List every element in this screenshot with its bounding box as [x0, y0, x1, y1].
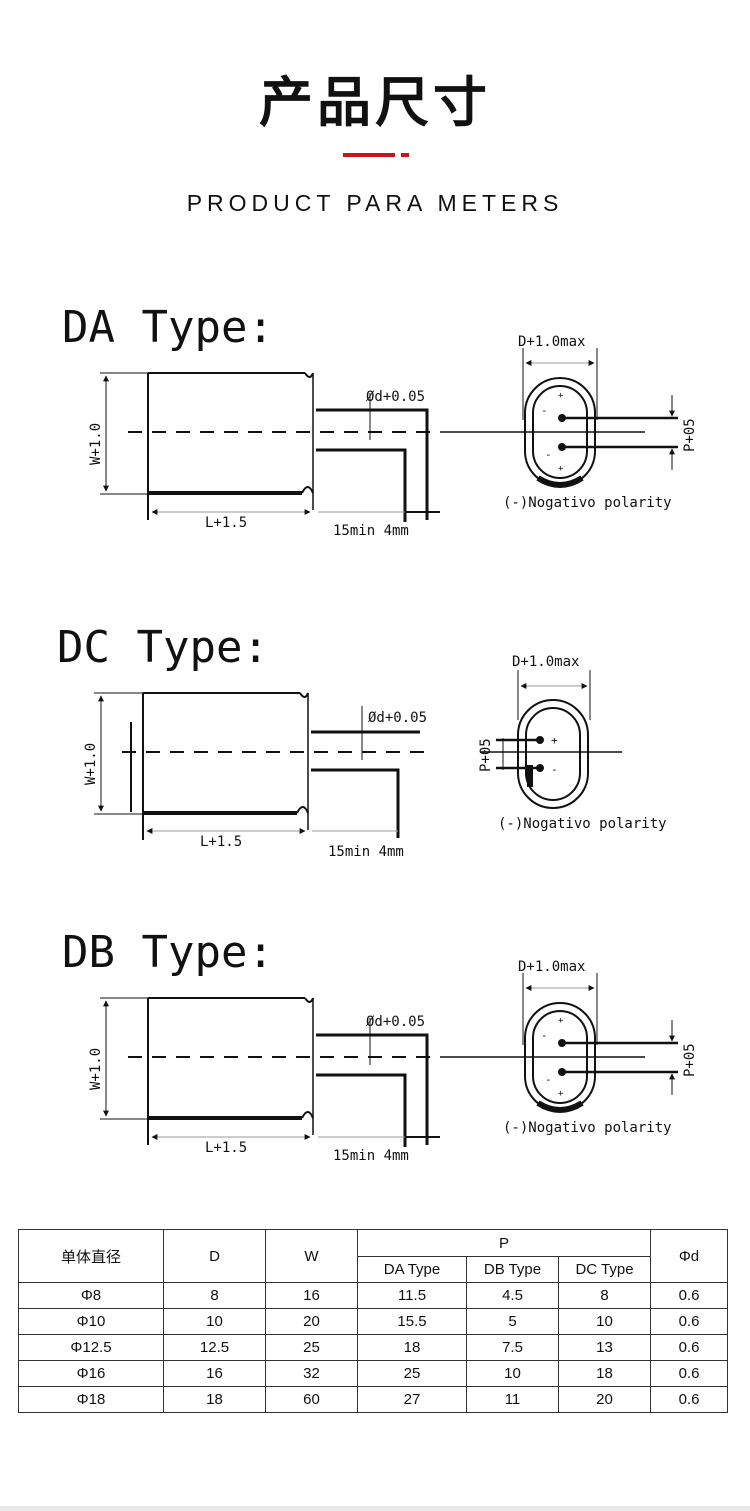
- dimension-diagrams: DA Type: DB Type: Ød+0.05 D+1.0max L+1.5…: [57, 302, 698, 1164]
- lead-diameter-label: Ød+0.05: [366, 1014, 425, 1030]
- diameter-max-label: D+1.0max: [518, 334, 585, 350]
- table-cell: 4.5: [466, 1282, 559, 1309]
- plus-mark: +: [558, 1016, 564, 1026]
- polarity-label: (-)Nogativo polarity: [503, 1120, 672, 1136]
- lead-diameter-label: Ød+0.05: [366, 389, 425, 405]
- length-label: L+1.5: [205, 1140, 247, 1156]
- header-w: W: [265, 1229, 358, 1283]
- table-cell: Φ16: [18, 1360, 164, 1387]
- table-cell: 20: [265, 1308, 358, 1335]
- lead-length-label: 15min 4mm: [328, 844, 404, 860]
- header-phid: Φd: [650, 1229, 728, 1283]
- capacitor-side-view: [94, 670, 622, 840]
- page-title: 产品尺寸: [259, 71, 491, 134]
- diagram-title: DA Type:: [62, 302, 274, 353]
- table-cell: 18: [558, 1360, 651, 1387]
- table-cell: 32: [265, 1360, 358, 1387]
- lead-length-label: 15min 4mm: [333, 523, 409, 539]
- length-label: L+1.5: [200, 834, 242, 850]
- table-cell: 0.6: [650, 1282, 728, 1309]
- table-cell: 11: [466, 1386, 559, 1413]
- plus-mark: +: [551, 734, 558, 747]
- header-single-diameter: 单体直径: [18, 1229, 164, 1283]
- table-cell: 12.5: [163, 1334, 266, 1361]
- table-cell: 13: [558, 1334, 651, 1361]
- table-cell: 27: [357, 1386, 467, 1413]
- table-cell: 0.6: [650, 1360, 728, 1387]
- minus-mark: -: [541, 404, 548, 417]
- polarity-label: (-)Nogativo polarity: [498, 816, 667, 832]
- width-label: W+1.0: [83, 743, 99, 785]
- lead-diameter-label: Ød+0.05: [368, 710, 427, 726]
- table-cell: 10: [163, 1308, 266, 1335]
- width-label: W+1.0: [88, 423, 104, 465]
- width-label: W+1.0: [88, 1048, 104, 1090]
- table-cell: 5: [466, 1308, 559, 1335]
- page-subtitle: PRODUCT PARA METERS: [186, 190, 564, 216]
- pitch-label: P+05: [478, 738, 494, 772]
- header-p: P: [357, 1229, 651, 1257]
- accent-dot: [401, 153, 409, 157]
- diagram-dc: DC Type: Ød+0.05 D+1.0max L+1.5 15min 4m…: [57, 622, 667, 860]
- table-cell: 0.6: [650, 1334, 728, 1361]
- bottom-divider: [0, 1506, 750, 1511]
- table-cell: 0.6: [650, 1386, 728, 1413]
- table-cell: 15.5: [357, 1308, 467, 1335]
- dimension-table: 单体直径 D W P Φd DA Type DB Type DC Type Φ8…: [18, 1229, 728, 1413]
- minus-mark: -: [545, 1073, 552, 1086]
- table-cell: 20: [558, 1386, 651, 1413]
- table-cell: Φ8: [18, 1282, 164, 1309]
- length-label: L+1.5: [205, 515, 247, 531]
- header-da-type: DA Type: [357, 1256, 467, 1283]
- table-cell: 16: [265, 1282, 358, 1309]
- plus-mark: +: [558, 1089, 564, 1099]
- table-cell: 8: [163, 1282, 266, 1309]
- diagram-title: DB Type:: [62, 927, 274, 978]
- minus-mark: -: [551, 763, 558, 776]
- diameter-max-label: D+1.0max: [518, 959, 585, 975]
- table-cell: 60: [265, 1386, 358, 1413]
- table-cell: Φ10: [18, 1308, 164, 1335]
- pitch-label: P+05: [682, 1043, 698, 1077]
- table-cell: 11.5: [357, 1282, 467, 1309]
- table-cell: 25: [265, 1334, 358, 1361]
- lead-length-label: 15min 4mm: [333, 1148, 409, 1164]
- table-cell: 16: [163, 1360, 266, 1387]
- accent-line: [343, 153, 395, 157]
- minus-mark: -: [545, 448, 552, 461]
- diagram-db: DB Type:: [62, 927, 274, 978]
- header-db-type: DB Type: [466, 1256, 559, 1283]
- table-cell: Φ12.5: [18, 1334, 164, 1361]
- table-cell: 18: [357, 1334, 467, 1361]
- table-cell: 10: [558, 1308, 651, 1335]
- plus-mark: +: [558, 464, 564, 474]
- table-cell: Φ18: [18, 1386, 164, 1413]
- pitch-label: P+05: [682, 418, 698, 452]
- capacitor-side-view: [100, 348, 678, 522]
- header-dc-type: DC Type: [558, 1256, 651, 1283]
- diameter-max-label: D+1.0max: [512, 654, 579, 670]
- diagram-title: DC Type:: [57, 622, 269, 673]
- header-d: D: [163, 1229, 266, 1283]
- table-cell: 0.6: [650, 1308, 728, 1335]
- table-cell: 8: [558, 1282, 651, 1309]
- table-cell: 18: [163, 1386, 266, 1413]
- table-cell: 7.5: [466, 1334, 559, 1361]
- table-cell: 25: [357, 1360, 467, 1387]
- plus-mark: +: [558, 391, 564, 401]
- table-cell: 10: [466, 1360, 559, 1387]
- minus-mark: -: [541, 1029, 548, 1042]
- polarity-label: (-)Nogativo polarity: [503, 495, 672, 511]
- diagram-da: DA Type:: [62, 302, 274, 353]
